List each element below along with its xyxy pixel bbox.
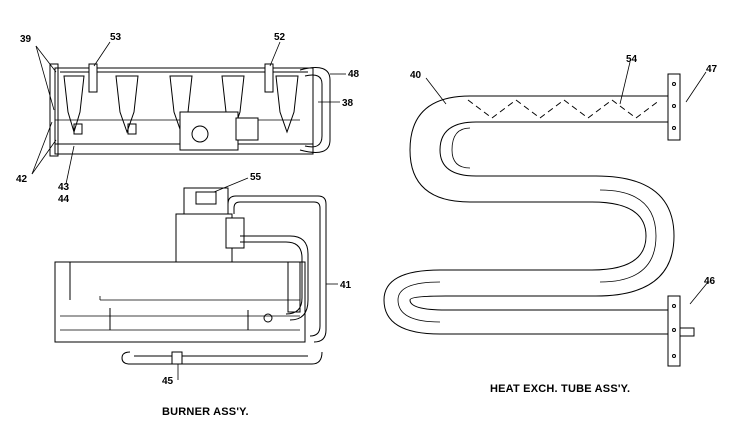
callout-39: 39 [20,34,32,45]
leader-lines [31,41,709,380]
callout-44: 44 [58,194,70,205]
callout-47: 47 [706,64,718,75]
burner-assembly-caption: BURNER ASS'Y. [162,406,249,418]
callout-38: 38 [342,98,354,109]
callout-53: 53 [110,32,122,43]
callout-41: 41 [340,280,352,291]
callout-46: 46 [704,276,716,287]
callout-45: 45 [162,376,174,387]
callout-42: 42 [16,174,28,185]
callout-55: 55 [250,172,262,183]
burner-assembly-drawing [49,63,331,157]
heat-exchanger-caption: HEAT EXCH. TUBE ASS'Y. [490,383,630,395]
gas-valve-assembly-drawing [54,187,327,365]
callout-54: 54 [626,54,638,65]
callout-43: 43 [58,182,70,193]
callout-48: 48 [348,69,360,80]
callout-52: 52 [274,32,286,43]
callout-40: 40 [410,70,422,81]
heat-exchanger-drawing [383,73,695,367]
